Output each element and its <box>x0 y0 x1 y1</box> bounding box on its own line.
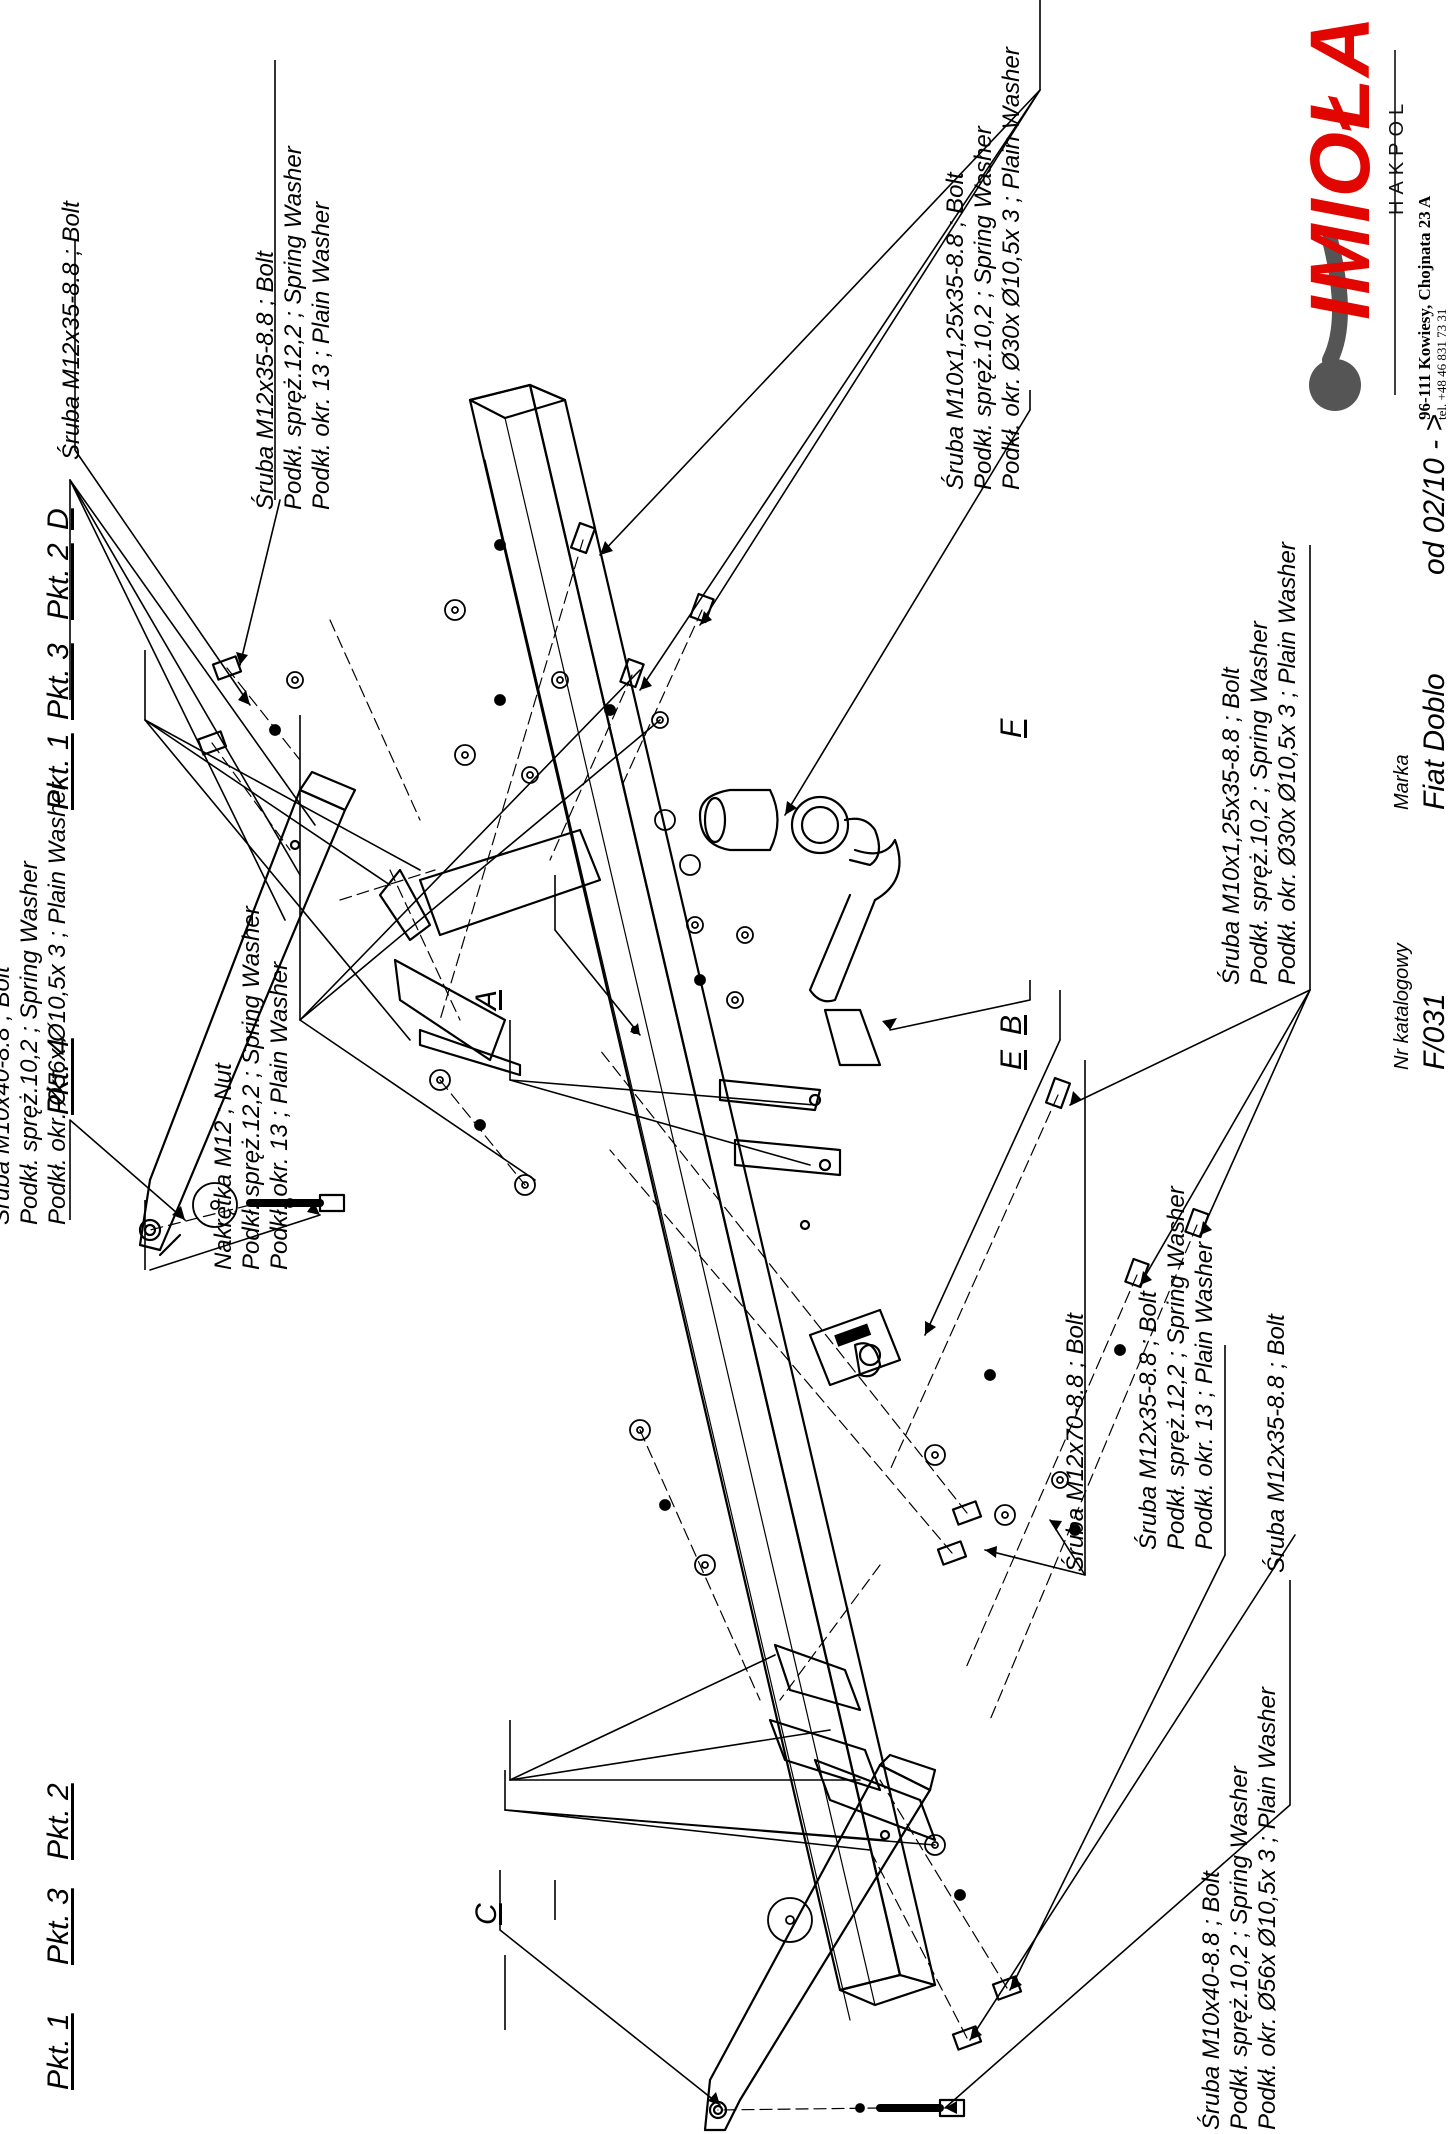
socket-plate-e <box>808 1308 902 1387</box>
center-bracket <box>718 1078 842 1231</box>
assembly-axes <box>149 539 1198 2111</box>
arrowheads <box>172 541 1212 2114</box>
mounting-plate-top <box>378 828 602 1077</box>
side-bracket-c <box>703 1753 937 2132</box>
brand-logo-mark <box>1309 50 1396 411</box>
mounting-plate-bottom <box>768 1643 937 1842</box>
leader-lines <box>69 89 1311 2109</box>
label-rules <box>69 0 1311 2030</box>
tow-ball-b <box>790 795 901 1067</box>
washers-nuts <box>192 539 1126 2113</box>
ball-cap-f <box>698 788 779 852</box>
crossbar-beam <box>468 383 937 2021</box>
